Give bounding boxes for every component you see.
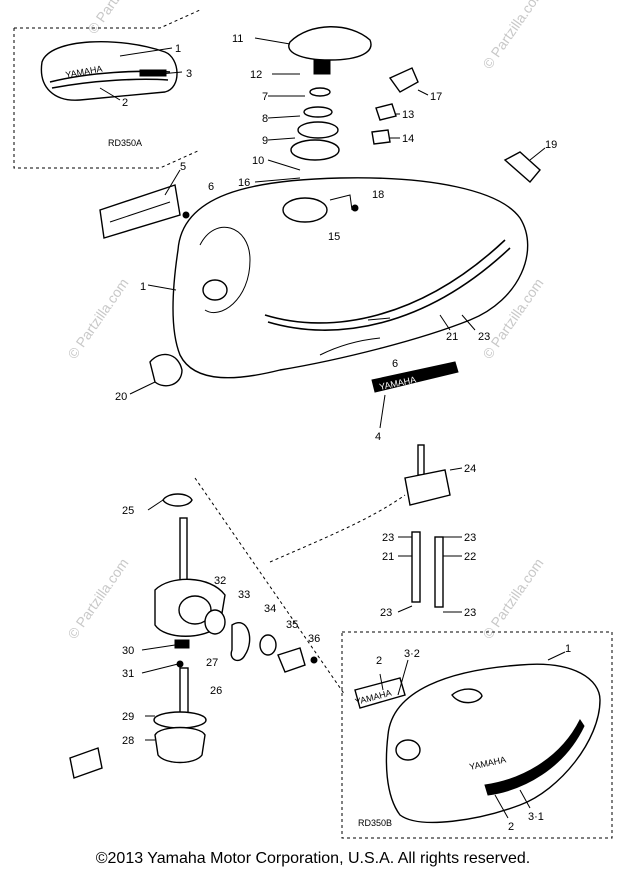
label-1b: 1 xyxy=(565,643,571,655)
label-28: 28 xyxy=(122,735,134,747)
label-25: 25 xyxy=(122,505,134,517)
label-31: 31 xyxy=(122,668,134,680)
label-4: 4 xyxy=(375,431,381,443)
label-2a: 2 xyxy=(122,97,128,109)
label-16: 16 xyxy=(238,177,250,189)
label-6: 6 xyxy=(208,181,214,193)
label-30: 30 xyxy=(122,645,134,657)
label-36: 36 xyxy=(308,633,320,645)
label-2c: 2 xyxy=(508,821,514,833)
label-2b: 2 xyxy=(376,655,382,667)
knee-pad xyxy=(129,353,183,395)
copyright-notice: ©2013 Yamaha Motor Corporation, U.S.A. A… xyxy=(95,850,531,867)
watermark: © Partzilla.com xyxy=(64,275,131,361)
label-21b: 21 xyxy=(382,551,394,563)
watermark: © Partzilla.com xyxy=(64,555,131,641)
label-1a: 1 xyxy=(175,43,181,55)
label-18: 18 xyxy=(372,189,384,201)
label-14: 14 xyxy=(402,133,414,145)
label-23c: 23 xyxy=(464,532,476,544)
label-21: 21 xyxy=(446,331,458,343)
watermark: © Partzilla.com xyxy=(479,0,546,72)
label-19: 19 xyxy=(545,139,557,151)
label-29: 29 xyxy=(122,711,134,723)
label-5: 5 xyxy=(180,161,186,173)
label-23d: 23 xyxy=(380,607,392,619)
label-33: 33 xyxy=(238,589,250,601)
cap-assembly xyxy=(254,26,372,183)
small-parts-top xyxy=(182,67,546,219)
label-24: 24 xyxy=(464,463,476,475)
label-15: 15 xyxy=(328,231,340,243)
label-35: 35 xyxy=(286,619,298,631)
side-emblem: YAMAHA xyxy=(371,361,459,429)
label-11: 11 xyxy=(232,33,243,45)
label-20: 20 xyxy=(115,391,127,403)
label-10: 10 xyxy=(252,155,264,167)
label-3-2: 3·2 xyxy=(404,648,420,660)
fuel-tap-right xyxy=(397,314,476,613)
label-12: 12 xyxy=(250,69,262,81)
label-26: 26 xyxy=(210,685,222,697)
label-23b: 23 xyxy=(382,532,394,544)
label-17: 17 xyxy=(430,91,442,103)
inset-b-model: RD350B xyxy=(358,818,392,828)
label-32: 32 xyxy=(214,575,226,587)
label-3a: 3 xyxy=(186,68,192,80)
label-9: 9 xyxy=(262,135,268,147)
label-27: 27 xyxy=(206,657,218,669)
label-23e: 23 xyxy=(464,607,476,619)
label-6b: 6 xyxy=(392,358,398,370)
label-23a: 23 xyxy=(478,331,490,343)
inset-a-model: RD350A xyxy=(108,138,142,148)
watermark: © Partzilla.com xyxy=(479,555,546,641)
label-8: 8 xyxy=(262,113,268,125)
fuel-tank xyxy=(147,177,529,379)
label-3-1: 3·1 xyxy=(528,811,544,823)
fuel-tap-left xyxy=(69,493,318,779)
label-13: 13 xyxy=(402,109,414,121)
emblem-left xyxy=(99,169,181,239)
label-1: 1 xyxy=(140,281,146,293)
watermark: © Partzilla.com xyxy=(84,0,151,37)
label-22: 22 xyxy=(464,551,476,563)
label-34: 34 xyxy=(264,603,276,615)
label-7: 7 xyxy=(262,91,268,103)
inset-rd350a: YAMAHA 1 3 2 RD350A xyxy=(13,9,201,169)
connectors xyxy=(194,477,406,696)
inset-rd350b: YAMAHA YAMAHA 1 2 3·2 2 3·1 RD350B xyxy=(341,631,613,839)
part-labels: 11 12 7 8 9 10 16 17 13 14 19 5 6 18 15 … xyxy=(115,33,557,747)
